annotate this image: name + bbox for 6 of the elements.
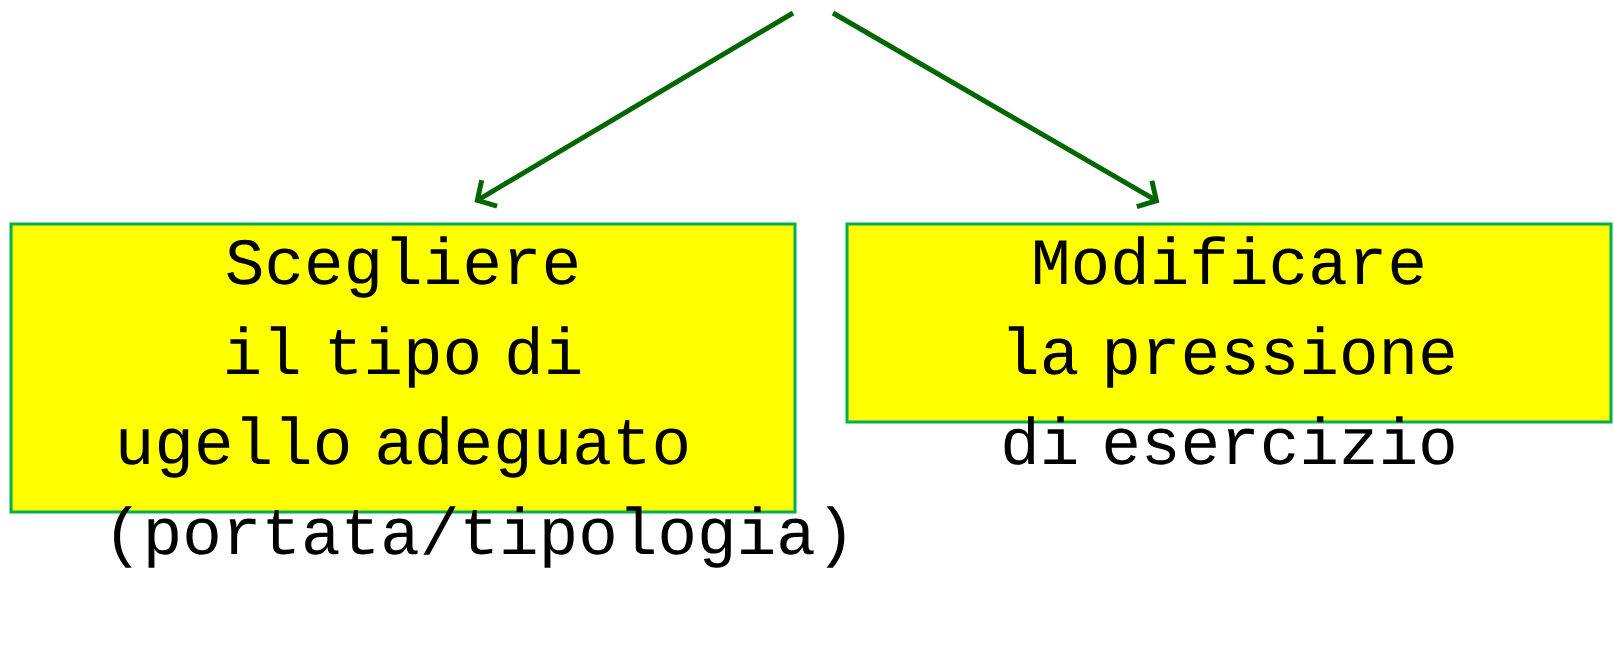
node-label: di esercizio [1004, 416, 1454, 465]
text-box: Scegliere il tipo di ugello adeguato (portata/tipologia) [9, 222, 845, 568]
text-box: Modificare la pressione di esercizio [845, 222, 1613, 465]
arrow [474, 10, 795, 209]
arrow [831, 10, 1160, 210]
node-label: (portata/tipologia) [114, 506, 845, 568]
